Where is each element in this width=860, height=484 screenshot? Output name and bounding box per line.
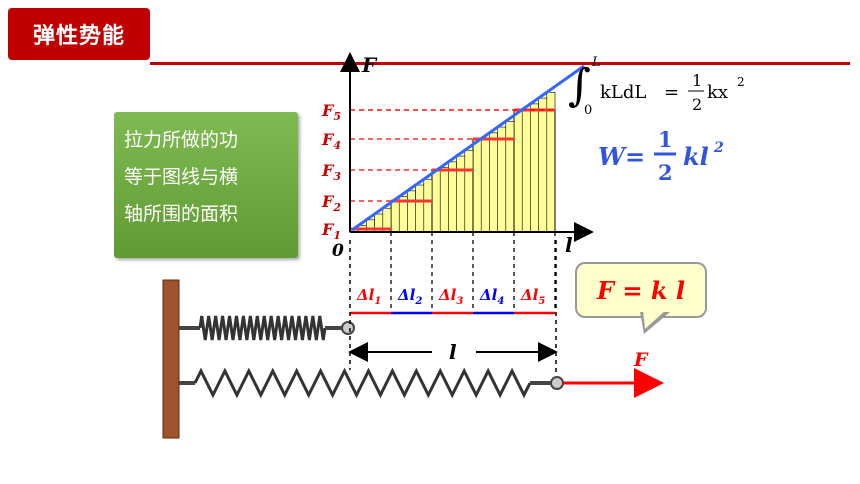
force-labels: F1 F2 F3 F4 F5	[321, 101, 341, 242]
pull-label: F	[633, 349, 649, 371]
fine-step	[538, 97, 548, 111]
fine-step	[497, 126, 507, 140]
lower-spring-end	[550, 376, 564, 390]
step-bars	[349, 109, 556, 233]
svg-text:2: 2	[658, 160, 673, 185]
x-axis-label: l	[565, 233, 573, 257]
interval-label: Δl5	[520, 286, 545, 307]
fine-step	[505, 120, 515, 140]
force-label: F5	[321, 101, 341, 123]
fine-step	[415, 184, 425, 202]
length-label: l	[449, 340, 457, 364]
force-label: F1	[321, 220, 341, 242]
svg-text:W=: W=	[598, 142, 645, 171]
y-axis-label: F	[361, 53, 378, 77]
svg-text:kl: kl	[683, 142, 709, 171]
fine-step	[374, 213, 384, 230]
title-underline	[150, 62, 850, 65]
force-label: F3	[321, 161, 341, 183]
svg-text:2: 2	[737, 75, 745, 89]
note-line-3: 轴所围的面积	[124, 203, 239, 225]
integral-formula: ∫ L 0 kLdL = 1 2 kx 2	[568, 55, 745, 118]
interval-label: Δl2	[397, 286, 422, 307]
svg-text:∫: ∫	[568, 60, 591, 111]
force-label: F4	[321, 130, 341, 152]
interval-label: Δl4	[479, 286, 504, 307]
svg-text:2: 2	[713, 140, 724, 156]
force-line	[351, 64, 585, 232]
fine-step	[456, 155, 466, 171]
svg-text:1: 1	[658, 127, 673, 152]
svg-text:L: L	[591, 55, 601, 70]
interval-labels: Δl1 Δl2 Δl3 Δl4 Δl5	[356, 286, 545, 307]
page-title: 弹性势能	[8, 8, 150, 60]
step-bar	[472, 138, 515, 233]
svg-text:1: 1	[692, 71, 702, 90]
stretched-spring	[193, 367, 532, 399]
fine-step	[382, 207, 392, 230]
compressed-spring	[198, 315, 327, 341]
note-line-2: 等于图线与横	[124, 166, 239, 188]
fine-step	[407, 190, 416, 202]
interval-label: Δl1	[356, 286, 381, 307]
step-bar	[431, 169, 474, 233]
fine-step	[423, 178, 433, 202]
svg-text:0: 0	[584, 103, 592, 118]
origin-label: 0	[332, 241, 344, 261]
hooke-law: F = k l	[597, 275, 685, 305]
fine-step	[464, 149, 474, 171]
work-formula: W= 1 2 kl 2	[598, 127, 724, 185]
force-label: F2	[321, 192, 341, 214]
upper-spring-end	[341, 321, 355, 335]
svg-text:kx: kx	[707, 82, 728, 103]
step-bar	[513, 109, 556, 233]
hooke-law-callout: F = k l	[575, 262, 707, 318]
interval-label: Δl3	[438, 286, 463, 307]
explanation-note: 拉力所做的功 等于图线与横 轴所围的面积	[114, 112, 298, 258]
interval-guides	[390, 232, 556, 312]
svg-text:2: 2	[692, 95, 702, 114]
wall	[162, 279, 180, 439]
fine-step	[546, 91, 556, 111]
svg-text:kLdL: kLdL	[600, 82, 646, 103]
note-line-1: 拉力所做的功	[124, 129, 239, 151]
step-bar	[390, 200, 433, 233]
svg-text:=: =	[664, 82, 679, 103]
